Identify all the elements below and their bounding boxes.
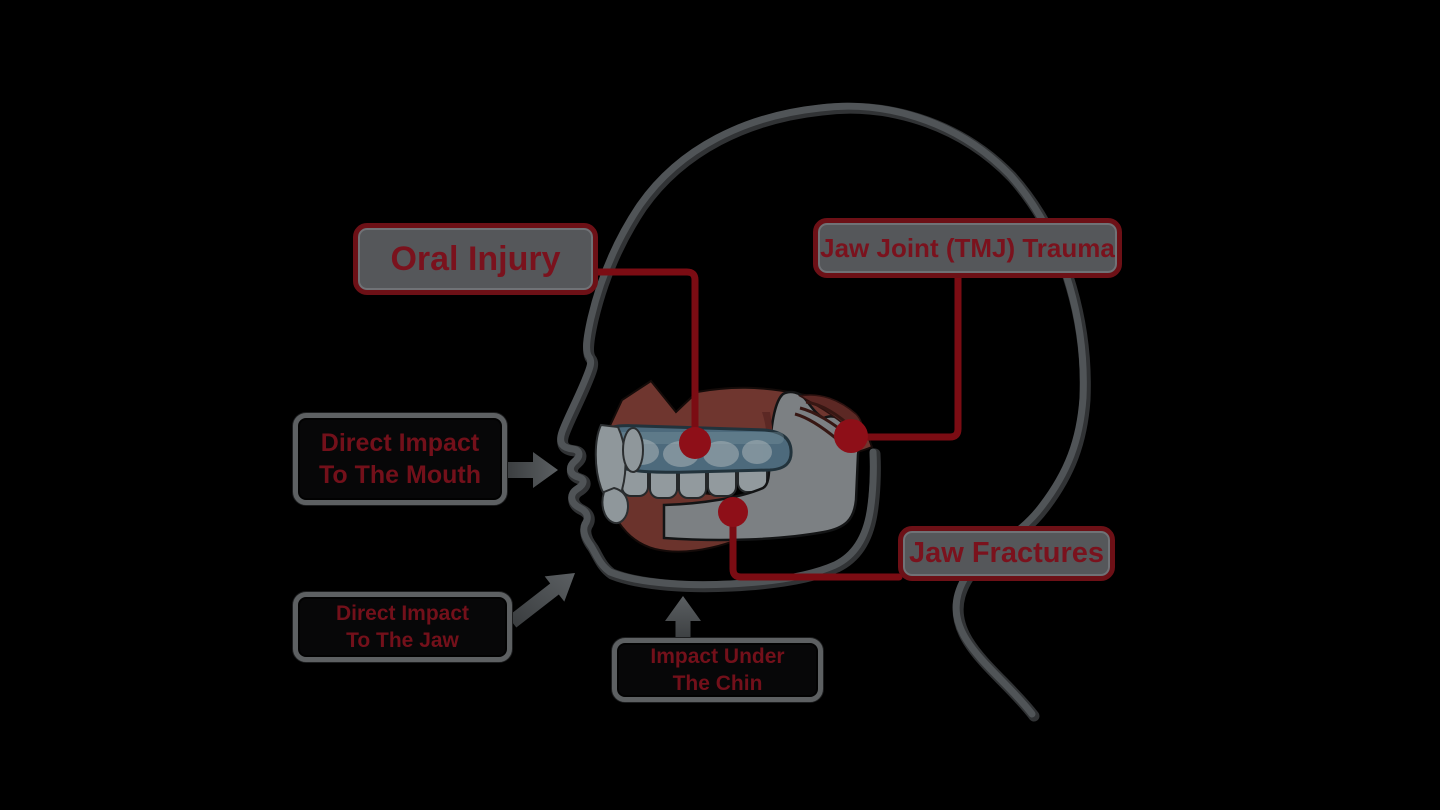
impact-arrows (507, 452, 701, 640)
jaw-fractures-text: Jaw Fractures (908, 537, 1105, 569)
impact-mouth-line1: Direct Impact (320, 429, 480, 457)
tmj-trauma-label: Jaw Joint (TMJ) Trauma (813, 218, 1122, 278)
oral-injury-text: Oral Injury (390, 239, 561, 278)
injury-points (679, 419, 868, 527)
mouth-impact-arrow-icon (508, 452, 558, 488)
tmj-point (834, 419, 868, 453)
jaw-fractures-connector (729, 511, 903, 581)
tmj-connector (851, 273, 962, 441)
impact-jaw-line2: To The Jaw (346, 629, 459, 652)
oral-injury-label: Oral Injury (353, 223, 598, 295)
jaw-impact-arrow-icon (507, 573, 575, 628)
connector-lines (594, 268, 962, 581)
impact-chin-label: Impact Under The Chin (612, 638, 823, 702)
chin-impact-arrow-icon (665, 596, 701, 640)
oral-injury-connector (594, 268, 699, 444)
oral-injury-point (679, 427, 711, 459)
head-outline (557, 102, 1091, 722)
impact-mouth-line2: To The Mouth (319, 461, 481, 489)
impact-mouth-label: Direct Impact To The Mouth (293, 413, 507, 505)
head-outline-stroke (557, 102, 1087, 718)
impact-jaw-line1: Direct Impact (335, 601, 470, 625)
tmj-trauma-text: Jaw Joint (TMJ) Trauma (820, 232, 1115, 263)
impact-chin-line2: The Chin (672, 672, 763, 695)
impact-jaw-label: Direct Impact To The Jaw (293, 592, 512, 662)
front-teeth (594, 423, 644, 524)
fracture-point (718, 497, 748, 527)
jaw-fractures-label: Jaw Fractures (898, 526, 1115, 581)
impact-chin-line1: Impact Under (650, 644, 785, 668)
